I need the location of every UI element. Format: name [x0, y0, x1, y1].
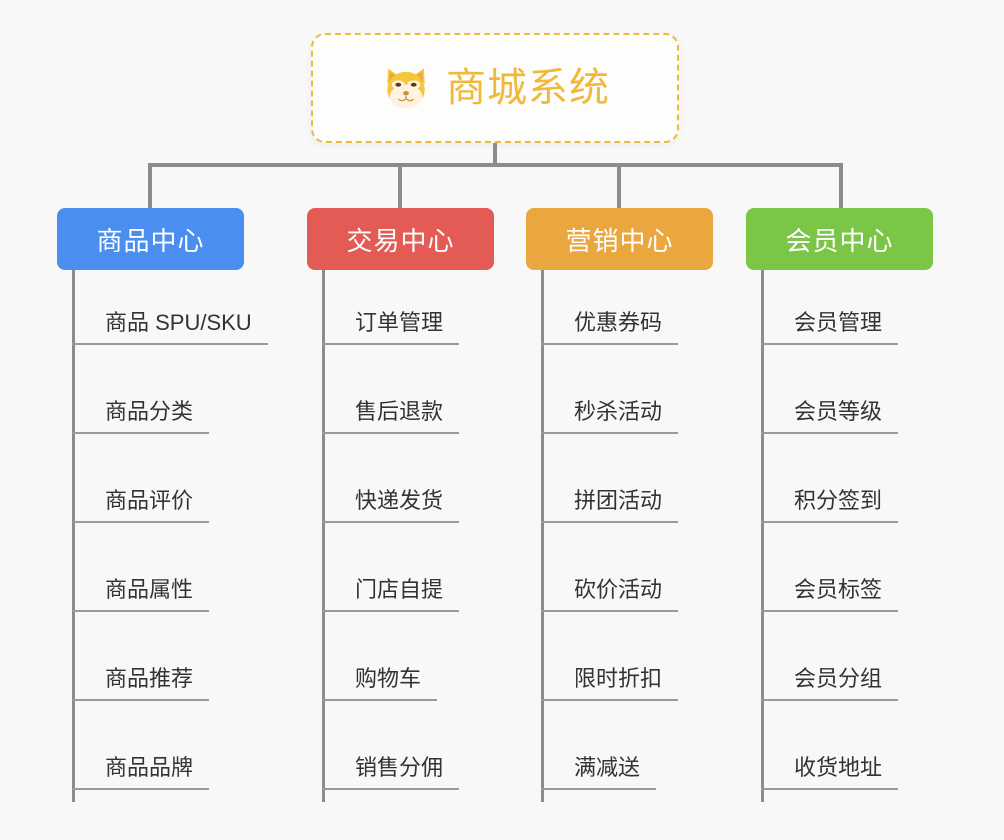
column-spine-member-center [761, 270, 764, 802]
shiba-dog-icon [380, 62, 432, 114]
leaf-item[interactable]: 秒杀活动 [541, 399, 679, 434]
leaf-label: 商品品牌 [105, 755, 194, 780]
connector-drop-trade-center [398, 163, 402, 210]
leaf-item[interactable]: 拼团活动 [541, 488, 679, 523]
leaf-label: 购物车 [355, 666, 422, 691]
leaf-underline [72, 610, 210, 612]
leaf-underline [761, 788, 899, 790]
root-node-mall-system[interactable]: 商城系统 [311, 33, 679, 143]
leaf-label: 限时折扣 [574, 666, 663, 691]
leaf-label: 会员分组 [794, 666, 883, 691]
leaf-item[interactable]: 售后退款 [322, 399, 460, 434]
leaf-item[interactable]: 购物车 [322, 666, 438, 701]
leaf-underline [541, 432, 679, 434]
leaf-label: 砍价活动 [574, 577, 663, 602]
leaf-underline [541, 521, 679, 523]
leaf-item[interactable]: 会员分组 [761, 666, 899, 701]
leaf-item[interactable]: 商品 SPU/SKU [72, 312, 268, 345]
column-spine-trade-center [322, 270, 325, 802]
leaf-item[interactable]: 会员标签 [761, 577, 899, 612]
leaf-label: 优惠券码 [574, 310, 663, 335]
leaf-underline [72, 699, 210, 701]
leaf-label: 满减送 [574, 755, 641, 780]
leaf-underline [322, 699, 438, 701]
leaf-underline [761, 432, 899, 434]
leaf-underline [72, 432, 210, 434]
leaf-underline [541, 343, 679, 345]
connector-root-stem [493, 143, 497, 165]
leaf-label: 收货地址 [794, 755, 883, 780]
leaf-item[interactable]: 销售分佣 [322, 755, 460, 790]
category-label-product-center: 商品中心 [96, 225, 205, 256]
leaf-label: 商品分类 [105, 399, 194, 424]
leaf-label: 售后退款 [355, 399, 444, 424]
column-spine-product-center [72, 270, 75, 802]
connector-drop-marketing-center [617, 163, 621, 210]
leaf-item[interactable]: 快递发货 [322, 488, 460, 523]
leaf-item[interactable]: 满减送 [541, 755, 657, 790]
category-box-marketing-center[interactable]: 营销中心 [526, 208, 713, 270]
connector-drop-product-center [148, 163, 152, 210]
leaf-underline [322, 432, 460, 434]
leaf-label: 销售分佣 [355, 755, 444, 780]
leaf-underline [541, 610, 679, 612]
leaf-underline [761, 521, 899, 523]
leaf-label: 商品推荐 [105, 666, 194, 691]
leaf-label: 快递发货 [355, 488, 444, 513]
leaf-item[interactable]: 砍价活动 [541, 577, 679, 612]
leaf-label: 商品属性 [105, 577, 194, 602]
leaf-label: 会员管理 [794, 310, 883, 335]
leaf-item[interactable]: 商品评价 [72, 488, 210, 523]
leaf-item[interactable]: 限时折扣 [541, 666, 679, 701]
leaf-item[interactable]: 商品属性 [72, 577, 210, 612]
leaf-item[interactable]: 门店自提 [322, 577, 460, 612]
category-box-product-center[interactable]: 商品中心 [57, 208, 244, 270]
leaf-underline [72, 788, 210, 790]
leaf-label: 积分签到 [794, 488, 883, 513]
column-spine-marketing-center [541, 270, 544, 802]
leaf-item[interactable]: 商品分类 [72, 399, 210, 434]
category-box-trade-center[interactable]: 交易中心 [307, 208, 494, 270]
leaf-underline [322, 788, 460, 790]
leaf-label: 订单管理 [355, 310, 444, 335]
connector-horizontal-bus [148, 163, 843, 167]
leaf-item[interactable]: 订单管理 [322, 310, 460, 345]
leaf-item[interactable]: 收货地址 [761, 755, 899, 790]
category-label-trade-center: 交易中心 [346, 225, 455, 256]
leaf-label: 会员等级 [794, 399, 883, 424]
leaf-item[interactable]: 积分签到 [761, 488, 899, 523]
leaf-underline [541, 699, 679, 701]
leaf-underline [541, 788, 657, 790]
leaf-underline [322, 521, 460, 523]
leaf-item[interactable]: 商品推荐 [72, 666, 210, 701]
leaf-underline [761, 610, 899, 612]
leaf-label: 拼团活动 [574, 488, 663, 513]
leaf-underline [72, 521, 210, 523]
connector-drop-member-center [839, 163, 843, 210]
leaf-label: 会员标签 [794, 577, 883, 602]
leaf-underline [761, 343, 899, 345]
leaf-label: 商品评价 [105, 488, 194, 513]
leaf-item[interactable]: 会员等级 [761, 399, 899, 434]
leaf-label: 商品 SPU/SKU [105, 310, 252, 335]
leaf-item[interactable]: 优惠券码 [541, 310, 679, 345]
leaf-underline [322, 610, 460, 612]
leaf-underline [761, 699, 899, 701]
category-label-member-center: 会员中心 [785, 225, 894, 256]
leaf-item[interactable]: 商品品牌 [72, 755, 210, 790]
root-title: 商城系统 [446, 66, 610, 110]
category-box-member-center[interactable]: 会员中心 [746, 208, 933, 270]
leaf-item[interactable]: 会员管理 [761, 310, 899, 345]
leaf-label: 秒杀活动 [574, 399, 663, 424]
leaf-underline [322, 343, 460, 345]
leaf-underline [72, 343, 268, 345]
category-label-marketing-center: 营销中心 [565, 225, 674, 256]
leaf-label: 门店自提 [355, 577, 444, 602]
